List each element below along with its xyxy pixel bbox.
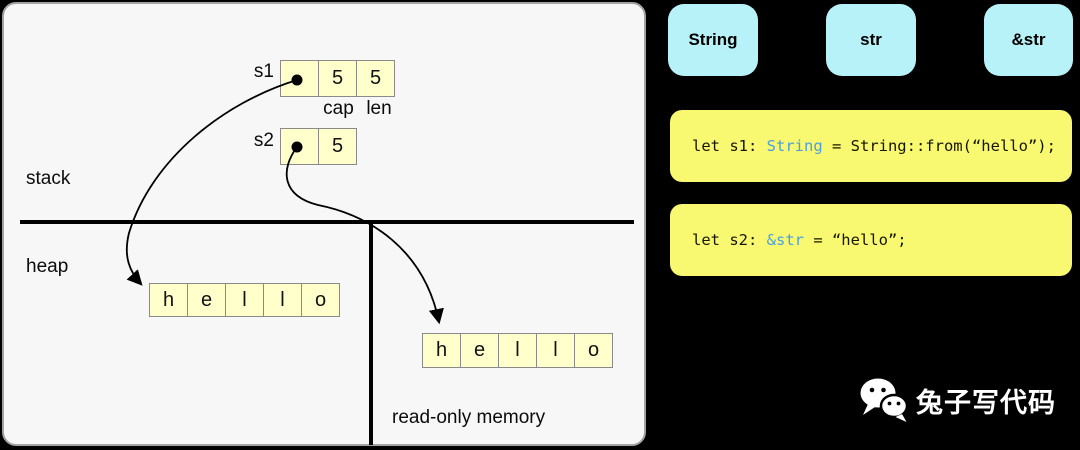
len-field-label: len [366, 98, 392, 119]
code-text: let s2: [692, 231, 767, 249]
s1-cap-cell: 5 [318, 60, 357, 97]
type-box-ref-str: &str [984, 4, 1073, 76]
readonly-char-cell: h [422, 333, 461, 368]
heap-region-label: heap [26, 256, 69, 277]
s1-struct: 5 5 [280, 60, 395, 97]
readonly-char-cell: l [536, 333, 575, 368]
s1-len-cell: 5 [356, 60, 395, 97]
code-text: = “hello”; [803, 231, 907, 249]
code-line-s2: let s2: &str = “hello”; [670, 204, 1072, 276]
s1-pointer-cell [280, 60, 319, 97]
type-box-string: String [668, 4, 758, 76]
readonly-char-cell: e [460, 333, 499, 368]
readonly-string-buffer: h e l l o [422, 333, 613, 368]
branding: 兔子写代码 [858, 376, 1056, 424]
s2-len-cell: 5 [318, 128, 357, 165]
code-type-annotation: &str [766, 231, 804, 249]
code-type-annotation: String [766, 137, 823, 155]
heap-char-cell: l [263, 283, 302, 317]
readonly-region-label: read-only memory [392, 407, 546, 428]
code-text: let s1: [692, 137, 767, 155]
readonly-char-cell: o [574, 333, 613, 368]
s1-label: s1 [253, 61, 274, 82]
s2-pointer-cell [280, 128, 319, 165]
heap-char-cell: e [187, 283, 226, 317]
type-box-str: str [826, 4, 916, 76]
stack-region-label: stack [26, 168, 71, 189]
wechat-icon [860, 378, 909, 422]
brand-name: 兔子写代码 [916, 387, 1056, 418]
readonly-char-cell: l [498, 333, 537, 368]
cap-field-label: cap [323, 98, 354, 119]
heap-char-cell: h [149, 283, 188, 317]
heap-char-cell: o [301, 283, 340, 317]
heap-string-buffer: h e l l o [149, 283, 340, 317]
code-text: = String::from(“hello”); [822, 137, 1056, 155]
s2-struct: 5 [280, 128, 357, 165]
code-line-s1: let s1: String = String::from(“hello”); [670, 110, 1072, 182]
s2-label: s2 [253, 130, 274, 151]
heap-char-cell: l [225, 283, 264, 317]
